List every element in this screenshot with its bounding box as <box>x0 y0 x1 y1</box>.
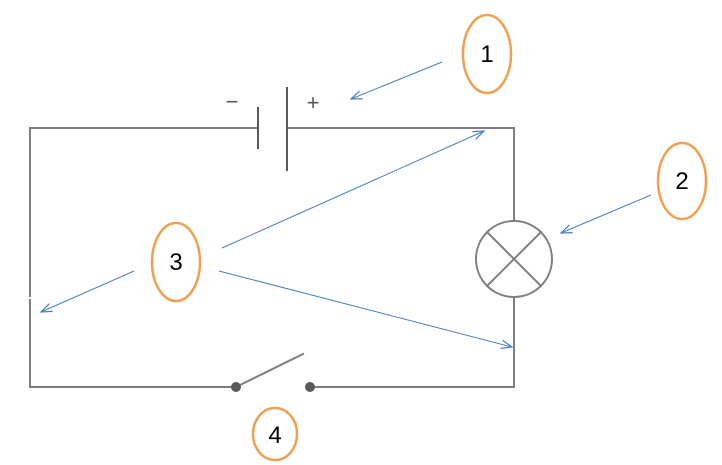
pointer-arrows <box>41 61 652 347</box>
callout-3: 3 <box>150 221 202 303</box>
switch-contact-right <box>305 382 315 392</box>
callout-4-ring <box>251 406 299 462</box>
callout-2-ring <box>656 141 708 221</box>
callout-1-text: 1 <box>480 41 493 68</box>
switch <box>231 352 315 392</box>
callout-1-ring <box>461 13 513 95</box>
pointer-3-to-wire-top <box>221 131 484 249</box>
pointer-3-to-wire-right <box>218 270 512 347</box>
switch-contact-left <box>231 382 241 392</box>
pointer-1-to-battery <box>351 61 443 99</box>
circuit-wires <box>29 127 515 388</box>
pointer-2-to-lamp <box>561 194 652 233</box>
battery-positive-sign: + <box>307 90 320 115</box>
lamp <box>475 220 553 298</box>
pointer-3-to-wire-left <box>41 270 135 312</box>
callout-2-text: 2 <box>675 168 688 195</box>
lamp-cross-b <box>485 230 543 288</box>
callout-4: 4 <box>251 406 299 462</box>
callout-labels: 1 2 3 4 <box>150 13 708 462</box>
callout-1: 1 <box>461 13 513 95</box>
switch-lever <box>234 352 305 389</box>
callout-2: 2 <box>656 141 708 221</box>
callout-4-text: 4 <box>268 422 281 449</box>
lamp-circle <box>475 220 553 298</box>
callout-3-text: 3 <box>169 249 182 276</box>
battery: − + <box>226 87 320 171</box>
callout-3-ring <box>150 221 202 303</box>
battery-negative-sign: − <box>226 89 239 114</box>
